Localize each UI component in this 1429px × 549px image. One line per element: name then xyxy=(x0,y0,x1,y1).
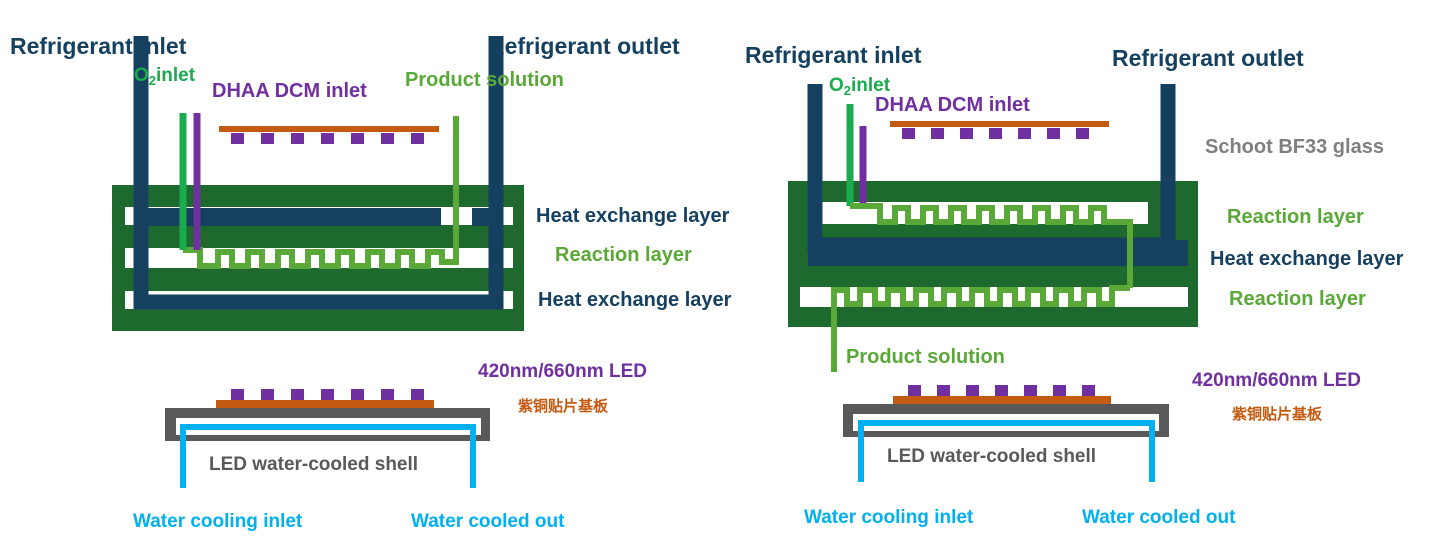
left-heat-exchange-top-label: Heat exchange layer xyxy=(536,205,730,227)
o2-prefix: O xyxy=(829,75,844,96)
led-chip xyxy=(261,133,274,144)
led-chip xyxy=(261,389,274,400)
right-copper-label: 紫铜贴片基板 xyxy=(1232,405,1323,423)
left-copper-label: 紫铜贴片基板 xyxy=(518,397,609,415)
left-water-out-label: Water cooled out xyxy=(411,511,565,532)
led-chip xyxy=(995,385,1008,396)
left-top-led-row xyxy=(231,133,424,144)
led-chip xyxy=(321,389,334,400)
right-o2-inlet-label: O2inlet xyxy=(829,75,891,98)
right-product-solution-label: Product solution xyxy=(846,346,1005,368)
right-water-cooling-pipe xyxy=(858,420,1155,482)
right-reaction-serpentine-top xyxy=(850,203,1133,288)
right-reaction-serpentine-bottom xyxy=(831,285,1130,372)
led-chip xyxy=(351,389,364,400)
left-dhaa-inlet-label: DHAA DCM inlet xyxy=(212,80,367,102)
led-chip xyxy=(381,133,394,144)
right-reactor xyxy=(788,84,1198,482)
left-reaction-serpentine xyxy=(183,116,459,269)
led-chip xyxy=(351,133,364,144)
o2-suffix: inlet xyxy=(156,65,196,86)
led-chip xyxy=(989,128,1002,139)
left-water-in-label: Water cooling inlet xyxy=(133,511,303,532)
o2-subscript: 2 xyxy=(149,73,156,88)
right-led-label: 420nm/660nm LED xyxy=(1192,370,1361,391)
left-o2-inlet-label: O2inlet xyxy=(134,65,196,88)
right-shell-label: LED water-cooled shell xyxy=(887,446,1096,467)
left-heat-exchange-bar-right xyxy=(472,208,502,226)
o2-suffix: inlet xyxy=(851,75,891,96)
led-chip xyxy=(1018,128,1031,139)
left-heat-exchange-bottom-label: Heat exchange layer xyxy=(538,289,732,311)
led-chip xyxy=(231,389,244,400)
right-dhaa-inlet-label: DHAA DCM inlet xyxy=(875,94,1030,116)
led-chip xyxy=(1053,385,1066,396)
left-product-solution-label: Product solution xyxy=(405,69,564,91)
left-water-cooling-pipe xyxy=(180,424,476,488)
left-refrigerant-pipe xyxy=(133,36,504,310)
led-chip xyxy=(931,128,944,139)
left-refrigerant-outlet-label: Refrigerant outlet xyxy=(488,33,680,59)
led-chip xyxy=(411,133,424,144)
led-chip xyxy=(321,133,334,144)
left-led-rows xyxy=(231,389,424,400)
led-chip xyxy=(960,128,973,139)
left-refrigerant-inlet-label: Refrigerant inlet xyxy=(10,33,187,59)
right-refrigerant-inlet-label: Refrigerant inlet xyxy=(745,42,922,68)
right-glass-label: Schoot BF33 glass xyxy=(1205,136,1384,158)
led-chip xyxy=(381,389,394,400)
left-shell-label: LED water-cooled shell xyxy=(209,454,418,475)
led-chip xyxy=(1082,385,1095,396)
right-water-out-label: Water cooled out xyxy=(1082,507,1236,528)
led-chip xyxy=(231,133,244,144)
right-top-copper-strip xyxy=(890,121,1109,127)
led-chip xyxy=(291,133,304,144)
led-chip xyxy=(908,385,921,396)
right-led-rows xyxy=(908,385,1095,396)
right-water-in-label: Water cooling inlet xyxy=(804,507,974,528)
o2-prefix: O xyxy=(134,65,149,86)
led-chip xyxy=(1024,385,1037,396)
right-reaction-layer-bottom-label: Reaction layer xyxy=(1229,288,1366,310)
right-heat-exchange-label: Heat exchange layer xyxy=(1210,248,1404,270)
led-chip xyxy=(291,389,304,400)
right-top-led-row xyxy=(902,128,1089,139)
led-chip xyxy=(966,385,979,396)
left-top-copper-strip xyxy=(219,126,439,132)
right-copper-substrate xyxy=(893,396,1111,404)
right-refrigerant-outlet-label: Refrigerant outlet xyxy=(1112,45,1304,71)
left-heat-exchange-bar xyxy=(143,208,441,226)
right-reaction-layer-top-label: Reaction layer xyxy=(1227,206,1364,228)
o2-subscript: 2 xyxy=(844,83,851,98)
left-copper-substrate xyxy=(216,400,434,408)
right-refrigerant-pipe xyxy=(807,84,1176,253)
left-reaction-layer-label: Reaction layer xyxy=(555,244,692,266)
led-chip xyxy=(902,128,915,139)
led-chip xyxy=(411,389,424,400)
led-chip xyxy=(937,385,950,396)
led-chip xyxy=(1047,128,1060,139)
led-chip xyxy=(1076,128,1089,139)
left-led-label: 420nm/660nm LED xyxy=(478,361,647,382)
left-reactor xyxy=(112,36,524,488)
